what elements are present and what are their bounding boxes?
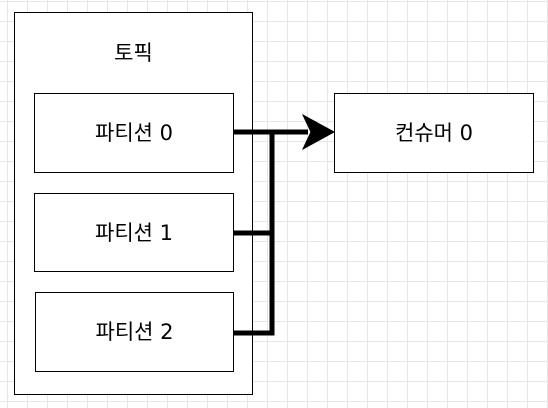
partition-box-2: 파티션 2 (35, 292, 234, 372)
partition-label-2: 파티션 2 (95, 320, 174, 344)
arrowhead (301, 113, 336, 151)
partition-box-1: 파티션 1 (34, 193, 234, 272)
consumer-label: 컨슈머 0 (395, 121, 473, 145)
partition-box-0: 파티션 0 (34, 93, 234, 173)
topic-label: 토픽 (114, 41, 153, 65)
consumer-box: 컨슈머 0 (334, 93, 534, 173)
partition-label-0: 파티션 0 (95, 121, 173, 145)
partition-label-1: 파티션 1 (95, 220, 173, 245)
